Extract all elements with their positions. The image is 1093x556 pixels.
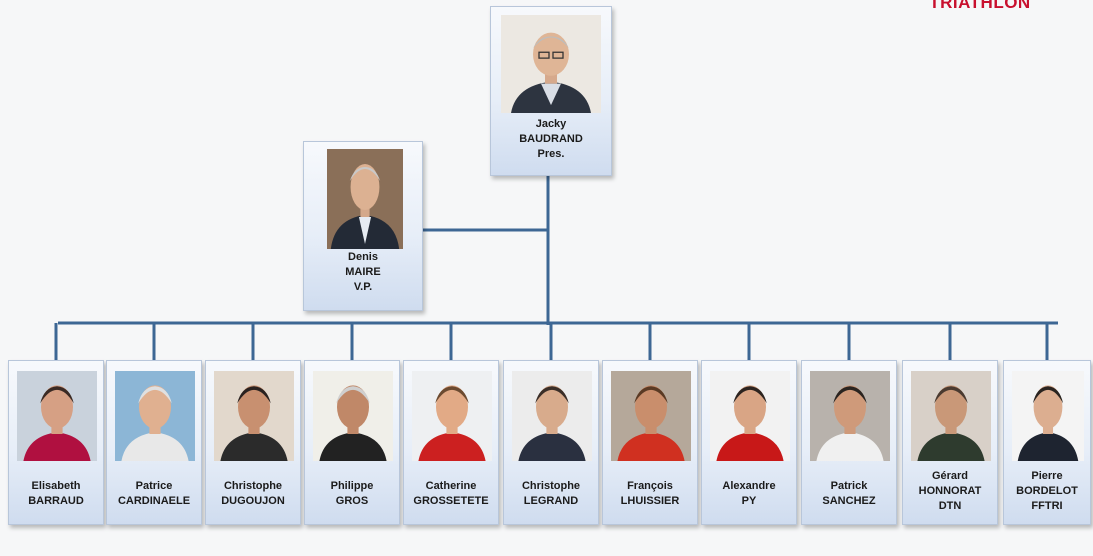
portrait-photo [911,371,991,461]
first-name: Elisabeth [31,480,81,492]
last-name: MAIRE [345,266,381,278]
role: V.P. [353,281,373,293]
first-name: Alexandre [722,480,776,492]
last-name: BARRAUD [28,495,84,507]
vice-president-name: Denis MAIRE V.P. [304,250,422,295]
portrait-photo [710,371,790,461]
last-name: SANCHEZ [822,495,876,507]
first-name: François [627,480,673,492]
first-name: Pierre [1031,470,1063,482]
portrait-photo [313,371,393,461]
last-name: PY [741,495,757,507]
last-name: LHUISSIER [620,495,680,507]
president-name: Jacky BAUDRAND Pres. [491,117,611,162]
role: DTN [938,500,962,512]
portrait-photo [512,371,592,461]
last-name: DUGOUJON [221,495,285,507]
first-name: Patrick [830,480,868,492]
first-name: Denis [348,251,378,263]
portrait-photo [810,371,890,461]
last-name: CARDINAELE [117,495,191,507]
first-name: Gérard [931,470,969,482]
portrait-photo [214,371,294,461]
last-name: LEGRAND [523,495,579,507]
last-name: HONNORAT [918,485,982,497]
role: Pres. [537,148,565,160]
portrait-photo [115,371,195,461]
brand-logo-text: TRIATHLON [929,0,1031,12]
portrait-photo [412,371,492,461]
first-name: Catherine [425,480,477,492]
portrait-photo [501,15,601,113]
role: FFTRI [1031,500,1063,512]
first-name: Christophe [521,480,581,492]
portrait-photo [611,371,691,461]
first-name: Patrice [135,480,173,492]
first-name: Jacky [535,118,567,130]
connector-member-drops [54,323,1049,360]
card-vice-president[interactable]: Denis MAIRE V.P. [303,141,423,311]
first-name: Christophe [223,480,283,492]
last-name: BAUDRAND [519,133,583,145]
first-name: Philippe [330,480,374,492]
last-name: GROSSETETE [413,495,489,507]
portrait-photo [1012,371,1084,461]
last-name: GROS [335,495,369,507]
last-name: BORDELOT [1016,485,1078,497]
portrait-photo [17,371,97,461]
portrait-photo [327,149,403,249]
card-president[interactable]: Jacky BAUDRAND Pres. [490,6,612,176]
